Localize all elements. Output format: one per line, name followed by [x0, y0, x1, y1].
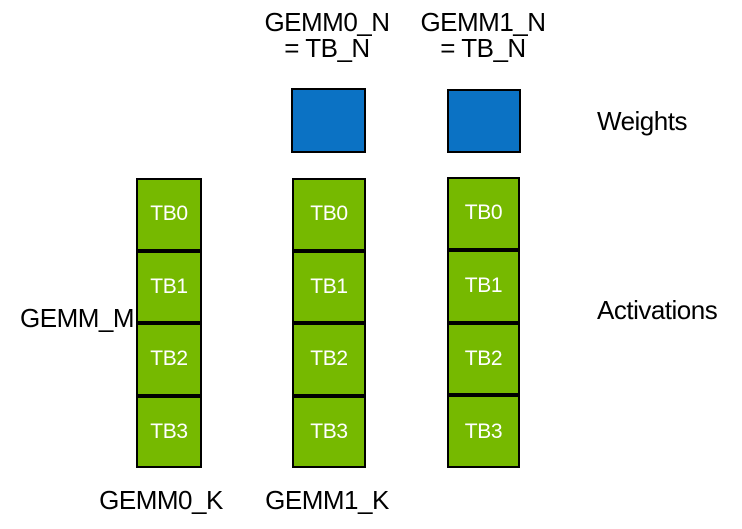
tb-block-label: TB0 — [464, 201, 503, 225]
gemm1-n-label-line2: = TB_N — [440, 33, 526, 63]
activation-column-0: TB0 TB1 TB2 TB3 — [136, 178, 202, 468]
tb-block: TB0 — [447, 177, 520, 250]
weights-legend-label: Weights — [597, 106, 687, 136]
tb-block: TB3 — [447, 395, 520, 468]
weights-square-gemm0 — [291, 88, 366, 153]
tb-block: TB1 — [292, 250, 366, 323]
gemm1-k-label: GEMM1_K — [265, 485, 389, 515]
activation-column-2: TB0 TB1 TB2 TB3 — [447, 177, 520, 468]
tb-block-label: TB1 — [310, 274, 348, 298]
tb-block: TB2 — [136, 323, 202, 396]
tb-block-label: TB3 — [310, 419, 348, 443]
tb-block-label: TB0 — [150, 202, 188, 226]
tb-block-label: TB3 — [150, 419, 188, 443]
gemm0-n-label-line1: GEMM0_N — [264, 7, 390, 37]
gemm0-n-label-line2: = TB_N — [284, 33, 370, 63]
tb-block: TB0 — [136, 178, 202, 251]
weights-square-gemm1 — [447, 89, 521, 153]
tb-block: TB2 — [447, 322, 520, 396]
gemm0-k-label: GEMM0_K — [99, 485, 223, 515]
tb-block-label: TB2 — [310, 347, 348, 371]
tb-block: TB3 — [136, 395, 202, 468]
activations-legend-label: Activations — [597, 295, 718, 325]
tb-block-label: TB2 — [150, 347, 188, 371]
tb-block: TB1 — [447, 249, 520, 323]
activation-column-1: TB0 TB1 TB2 TB3 — [292, 178, 366, 468]
tb-block-label: TB1 — [464, 274, 503, 298]
tb-block: TB1 — [136, 250, 202, 323]
tb-block-label: TB2 — [464, 346, 503, 370]
gemm1-n-label: GEMM1_N = TB_N — [373, 9, 593, 61]
tb-block-label: TB1 — [150, 274, 188, 298]
tb-block-label: TB0 — [310, 202, 348, 226]
gemm1-n-label-line1: GEMM1_N — [420, 7, 546, 37]
gemm0-n-label: GEMM0_N = TB_N — [217, 9, 437, 61]
tb-block: TB0 — [292, 178, 366, 251]
gemm-m-label: GEMM_M — [20, 303, 135, 333]
tb-block: TB3 — [292, 395, 366, 468]
tb-block-label: TB3 — [464, 419, 503, 443]
tb-block: TB2 — [292, 323, 366, 396]
